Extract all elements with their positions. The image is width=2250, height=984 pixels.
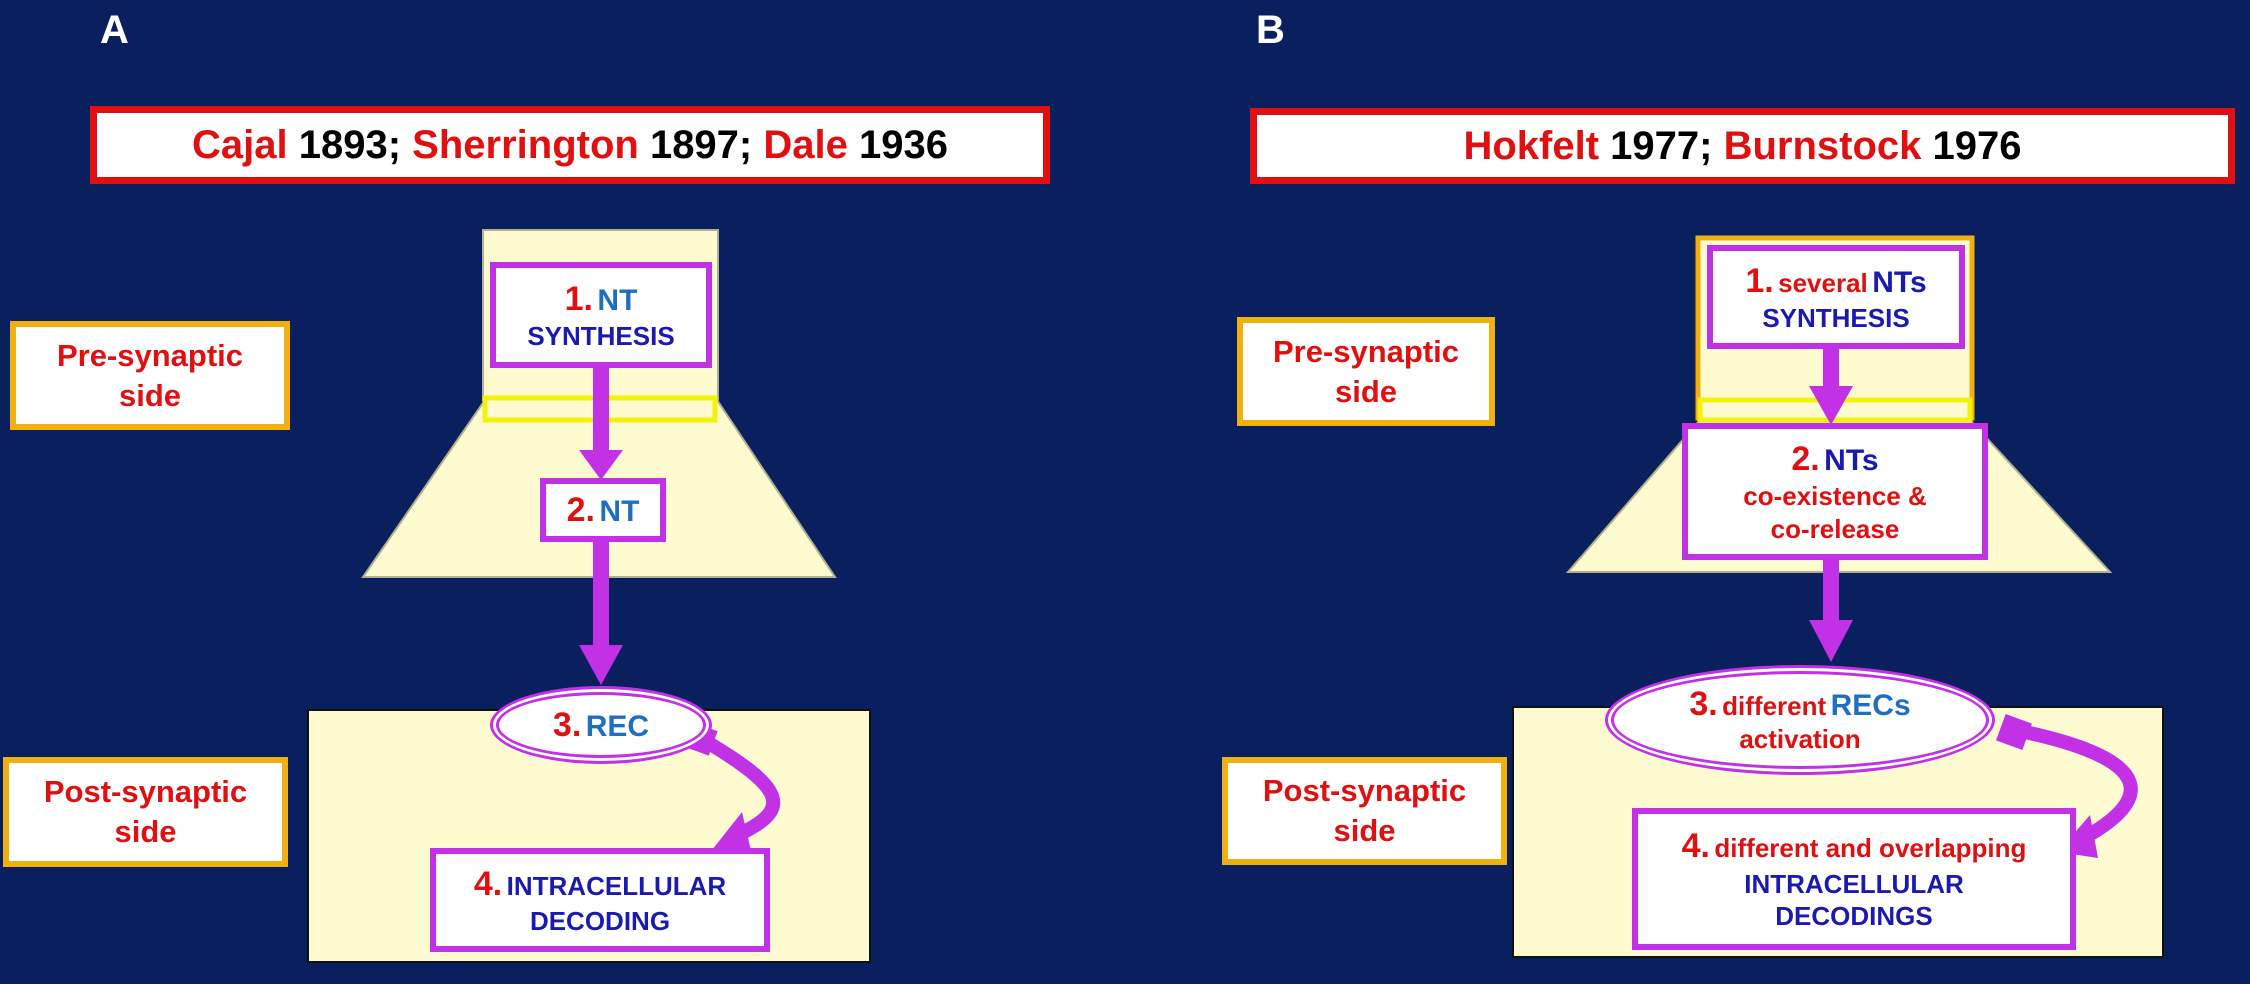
label-line: Pre-synaptic <box>1272 333 1460 369</box>
step-text: DECODINGS <box>1775 901 1933 932</box>
label-line: side <box>118 377 182 413</box>
arrow-a-1-to-2 <box>579 368 623 480</box>
year-1897: 1897; <box>638 122 764 167</box>
step-text: different and overlapping <box>1714 833 2027 864</box>
panel-a-step-4-box: 4. INTRACELLULAR DECODING <box>430 848 770 952</box>
author-dale: Dale <box>763 122 848 167</box>
label-line: Post-synaptic <box>43 774 248 809</box>
step-text: RECs <box>1830 689 1911 722</box>
panel-b-postsynaptic-label: Post-synaptic side <box>1222 757 1507 865</box>
panel-b-step-2-box: 2. NTs co-existence & co-release <box>1682 423 1988 560</box>
step-text: different <box>1722 691 1827 721</box>
arrow-b-2-to-3 <box>1809 555 1853 662</box>
step-text: NTs <box>1872 265 1927 299</box>
panel-b-step-3-ellipse: 3. different RECs activation <box>1605 665 1995 775</box>
author-burnstock: Burnstock <box>1723 123 1922 168</box>
author-sherrington: Sherrington <box>412 122 639 167</box>
step-number: 1. <box>1745 261 1774 300</box>
panel-a-title: Cajal 1893; Sherrington 1897; Dale 1936 <box>90 106 1050 184</box>
step-number: 4. <box>473 864 503 903</box>
author-hokfelt: Hokfelt <box>1463 123 1600 168</box>
label-line: Post-synaptic <box>1262 773 1467 808</box>
step-text: DECODING <box>529 906 671 936</box>
step-text: NT <box>599 494 640 528</box>
panel-a-postsynaptic-label: Post-synaptic side <box>3 757 288 867</box>
panel-b-step-4-box: 4. different and overlapping INTRACELLUL… <box>1632 808 2076 950</box>
year-1893: 1893; <box>287 122 413 167</box>
step-number: 4. <box>1681 827 1710 866</box>
step-number: 1. <box>564 279 593 318</box>
panel-b-letter: B <box>1256 8 1285 52</box>
arrow-a-2-to-3 <box>579 540 623 685</box>
label-line: side <box>1334 373 1398 409</box>
step-number: 2. <box>566 490 595 529</box>
label-line: side <box>1333 813 1396 848</box>
step-text: co-release <box>1770 513 1900 544</box>
panel-b-title: Hokfelt 1977; Burnstock 1976 <box>1250 108 2235 184</box>
step-number: 3. <box>1689 685 1718 723</box>
year-1976: 1976 <box>1921 123 2022 168</box>
label-line: side <box>114 814 177 849</box>
arrow-b-1-to-2 <box>1809 345 1853 425</box>
year-1977: 1977; <box>1599 123 1724 168</box>
panel-a-step-2-box: 2. NT <box>540 478 666 542</box>
label-line: Pre-synaptic <box>56 337 244 373</box>
step-text: REC <box>585 709 650 743</box>
step-number: 3. <box>552 705 582 744</box>
step-text: INTRACELLULAR <box>506 870 727 901</box>
step-number: 2. <box>1791 439 1820 478</box>
panel-b-presynaptic-label: Pre-synaptic side <box>1237 317 1495 426</box>
panel-a-step-3-ellipse: 3. REC <box>490 686 712 764</box>
step-text: several <box>1778 267 1868 298</box>
year-1936: 1936 <box>847 122 948 167</box>
step-text: NT <box>597 283 638 317</box>
step-text: co-existence & <box>1743 481 1927 512</box>
step-text: SYNTHESIS <box>527 321 675 351</box>
author-cajal: Cajal <box>192 122 288 167</box>
panel-b-step-1-box: 1. several NTs SYNTHESIS <box>1707 245 1965 349</box>
panel-a-step-1-box: 1. NT SYNTHESIS <box>490 262 712 368</box>
step-text: INTRACELLULAR <box>1744 868 1964 899</box>
step-text: activation <box>1739 724 1861 754</box>
panel-a-letter: A <box>100 8 129 52</box>
panel-a-presynaptic-label: Pre-synaptic side <box>10 321 290 430</box>
step-text: SYNTHESIS <box>1762 303 1910 333</box>
step-text: NTs <box>1824 443 1879 477</box>
